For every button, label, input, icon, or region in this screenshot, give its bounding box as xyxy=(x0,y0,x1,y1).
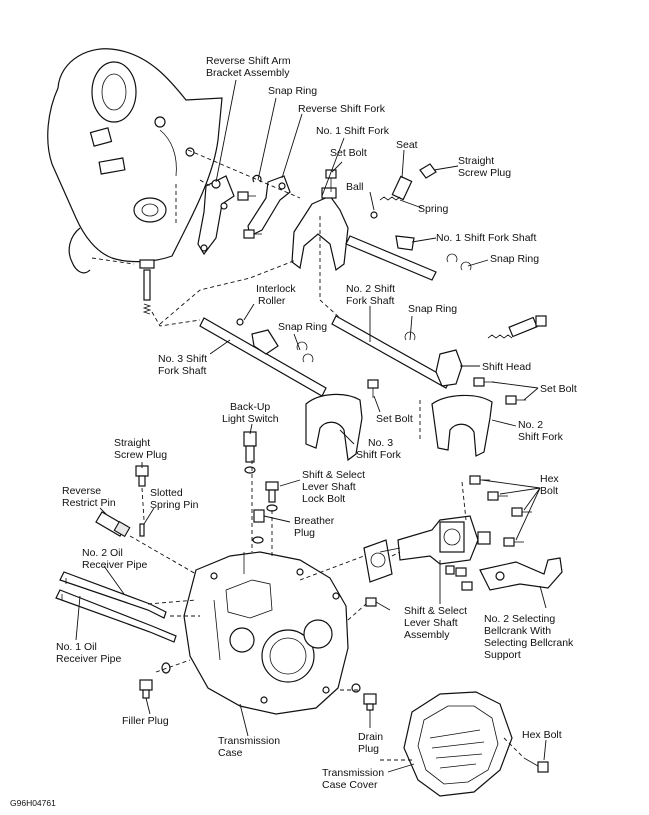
shift-head-drawing xyxy=(435,315,547,405)
label-set-bolt-right: Set Bolt xyxy=(540,383,577,395)
label-filler-plug: Filler Plug xyxy=(122,715,169,727)
label-shift-head: Shift Head xyxy=(482,361,531,373)
label-reverse-shift-fork: Reverse Shift Fork xyxy=(298,103,386,115)
label-transmission-case: Transmission Case xyxy=(218,735,283,759)
no3-shift-fork-shaft-drawing xyxy=(199,317,327,397)
no2-shift-fork-drawing xyxy=(431,394,493,457)
label-no2-selecting-bellcrank: No. 2 Selecting Bellcrank With Selecting… xyxy=(484,613,576,661)
label-no2-oil-receiver-pipe: No. 2 Oil Receiver Pipe xyxy=(82,547,148,571)
set-bolt-center-drawing xyxy=(367,379,379,398)
label-reverse-restrict-pin: Reverse Restrict Pin xyxy=(62,485,116,509)
label-seat: Seat xyxy=(396,139,418,151)
label-back-up-light-switch: Back-Up Light Switch xyxy=(222,401,279,425)
label-no3-shift-fork-shaft: No. 3 Shift Fork Shaft xyxy=(158,353,210,377)
label-set-bolt-center: Set Bolt xyxy=(376,413,413,425)
label-no1-shift-fork: No. 1 Shift Fork xyxy=(316,125,390,137)
set-bolt-top-drawing xyxy=(325,169,337,192)
label-no1-oil-receiver-pipe: No. 1 Oil Receiver Pipe xyxy=(56,641,122,665)
label-no2-shift-fork-shaft: No. 2 Shift Fork Shaft xyxy=(346,283,398,307)
no1-shift-fork-shaft-drawing xyxy=(345,235,472,281)
label-interlock-roller: Interlock Roller xyxy=(256,283,299,307)
no3-shift-fork-drawing xyxy=(305,393,363,462)
label-reverse-shift-arm-bracket: Reverse Shift Arm Bracket Assembly xyxy=(206,55,294,79)
straight-screw-plug-left-drawing xyxy=(135,465,149,487)
hex-bolt-bottom-drawing xyxy=(523,757,549,773)
label-ball: Ball xyxy=(346,181,364,193)
label-shift-select-lever-assembly: Shift & Select Lever Shaft Assembly xyxy=(404,605,470,641)
label-snap-ring-right: Snap Ring xyxy=(490,253,539,265)
label-slotted-spring-pin: Slotted Spring Pin xyxy=(150,487,199,511)
drain-plug-drawing xyxy=(351,683,377,711)
callout-labels: Reverse Shift Arm Bracket Assembly Snap … xyxy=(10,55,577,808)
label-set-bolt-top: Set Bolt xyxy=(330,147,367,159)
detent-parts-drawing xyxy=(370,163,437,219)
label-no3-shift-fork: No. 3 Shift Fork xyxy=(356,437,402,461)
figure-code: G96H04761 xyxy=(10,798,56,808)
label-straight-screw-plug-left: Straight Screw Plug xyxy=(114,437,167,461)
label-snap-ring-center: Snap Ring xyxy=(278,321,327,333)
reverse-shift-fork-drawing xyxy=(247,175,291,237)
assembly-dashed-lines xyxy=(91,149,525,761)
label-no1-shift-fork-shaft: No. 1 Shift Fork Shaft xyxy=(436,232,536,244)
transmission-case-cover-drawing xyxy=(403,691,513,797)
no1-shift-fork-drawing xyxy=(291,187,349,272)
label-breather-plug: Breather Plug xyxy=(294,515,337,539)
label-shift-select-lock-bolt: Shift & Select Lever Shaft Lock Bolt xyxy=(302,469,368,505)
leader-lines xyxy=(75,79,547,773)
lock-bolt-and-breather-drawing xyxy=(252,481,279,544)
reverse-shift-arm-bracket-drawing xyxy=(197,175,235,256)
left-pin-drawing xyxy=(139,259,155,315)
selecting-bellcrank-drawing xyxy=(445,557,563,591)
reverse-restrict-pin-drawing xyxy=(95,511,145,538)
case-side-bolt-drawing xyxy=(365,597,391,611)
back-up-light-switch-drawing xyxy=(243,431,257,474)
label-snap-ring-mid: Snap Ring xyxy=(408,303,457,315)
label-no2-shift-fork: No. 2 Shift Fork xyxy=(518,419,564,443)
hex-bolts-right-drawing xyxy=(469,475,532,547)
label-spring: Spring xyxy=(418,203,449,215)
transmission-housing-drawing xyxy=(47,48,223,274)
label-hex-bolt-top: Hex Bolt xyxy=(540,473,562,497)
transmission-case-drawing xyxy=(183,551,349,715)
shift-select-lever-assembly-drawing xyxy=(363,515,491,583)
label-straight-screw-plug-top: Straight Screw Plug xyxy=(458,155,511,179)
label-drain-plug: Drain Plug xyxy=(358,731,386,755)
label-snap-ring-top: Snap Ring xyxy=(268,85,317,97)
label-transmission-case-cover: Transmission Case Cover xyxy=(322,767,387,791)
no2-shift-fork-shaft-drawing xyxy=(331,315,451,389)
label-hex-bolt-bottom: Hex Bolt xyxy=(522,729,562,741)
